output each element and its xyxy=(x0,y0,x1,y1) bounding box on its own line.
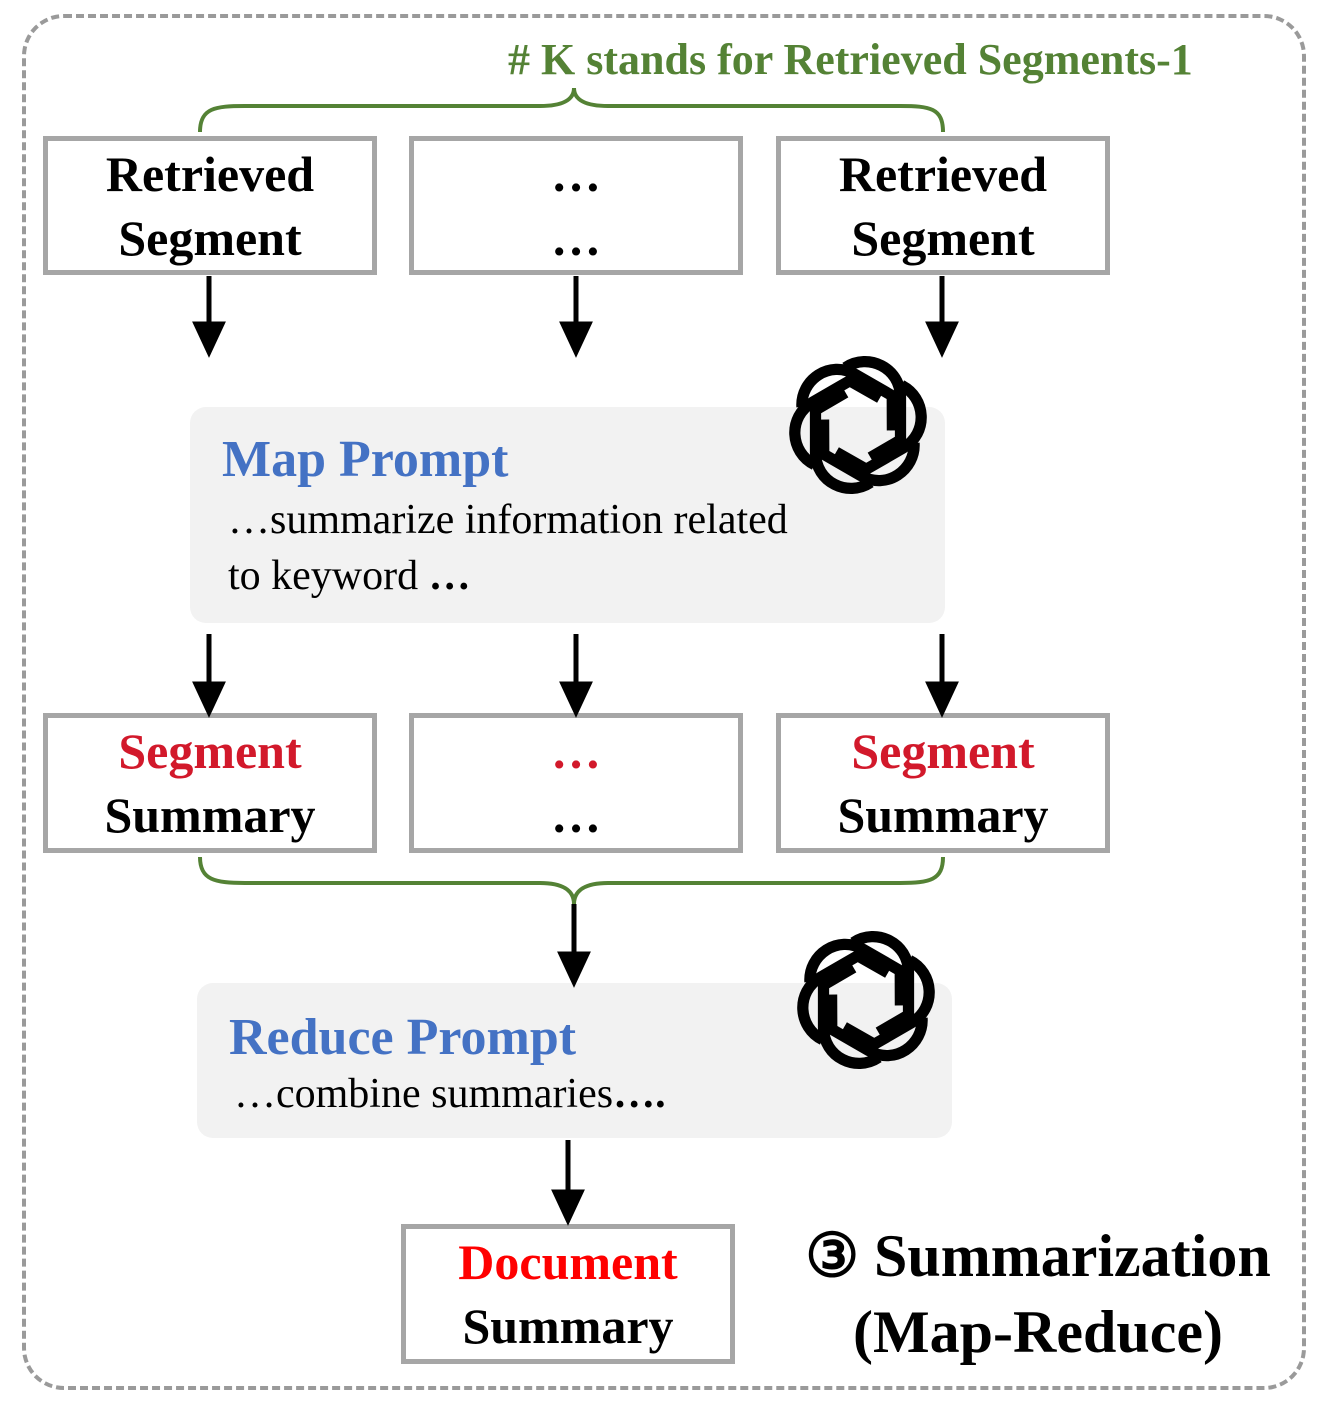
box-line2: … xyxy=(551,209,601,266)
box-line1: … xyxy=(551,723,601,779)
retrieved-segment-box: Retrieved Segment xyxy=(43,136,377,275)
box-line2: Summary xyxy=(462,1298,674,1354)
box-line2: Segment xyxy=(851,209,1035,266)
openai-logo-icon xyxy=(789,356,927,494)
box-line1: Segment xyxy=(851,723,1035,779)
box-line1: Segment xyxy=(118,723,302,779)
box-line1: Retrieved xyxy=(105,145,315,202)
map-prompt-line2-text: to keyword xyxy=(228,553,429,599)
box-line1: Document xyxy=(458,1234,678,1290)
map-prompt-line1: …summarize information related xyxy=(228,497,788,543)
box-line1: … xyxy=(551,145,601,202)
step-label-line1: ③ Summarization xyxy=(805,1223,1271,1289)
ellipsis-box-top: … … xyxy=(409,136,743,275)
section-frame xyxy=(22,14,1306,1390)
map-prompt-line2: to keyword … xyxy=(228,548,471,604)
openai-logo-icon xyxy=(797,931,935,1069)
reduce-prompt-ellipsis: …. xyxy=(613,1071,666,1117)
map-prompt-ellipsis: … xyxy=(428,553,471,599)
segment-summary-box: Segment Summary xyxy=(776,713,1110,853)
k-annotation: # K stands for Retrieved Segments-1 xyxy=(508,35,1193,84)
map-prompt-title: Map Prompt xyxy=(222,431,509,488)
bottom-brace xyxy=(198,856,945,905)
box-line2: … xyxy=(551,787,601,843)
retrieved-segment-box: Retrieved Segment xyxy=(776,136,1110,275)
box-line2: Summary xyxy=(104,787,316,843)
box-line2: Summary xyxy=(837,787,1049,843)
step-label-line2: (Map-Reduce) xyxy=(853,1299,1223,1365)
step-label: ③ Summarization (Map-Reduce) xyxy=(768,1218,1308,1370)
reduce-prompt-title: Reduce Prompt xyxy=(229,1009,577,1066)
box-line2: Segment xyxy=(118,209,302,266)
document-summary-box: Document Summary xyxy=(401,1224,735,1364)
box-line1: Retrieved xyxy=(838,145,1048,202)
segment-summary-box: Segment Summary xyxy=(43,713,377,853)
top-brace xyxy=(198,87,945,133)
reduce-prompt-line1-text: …combine summaries xyxy=(234,1071,614,1117)
reduce-prompt-line1: …combine summaries…. xyxy=(234,1066,666,1122)
